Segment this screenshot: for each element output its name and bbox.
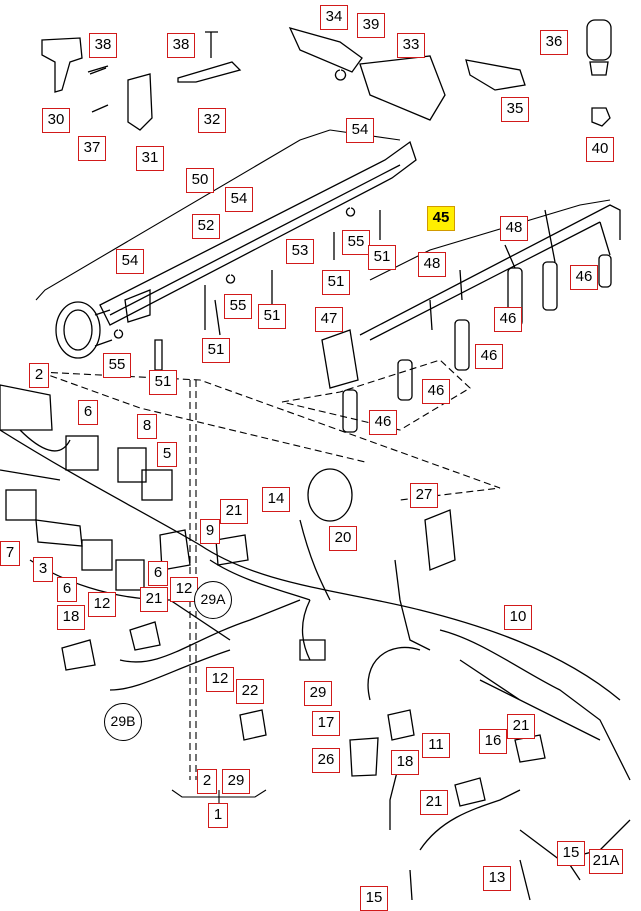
callout-label-l34: 34 <box>320 5 348 30</box>
callout-label-l45: 45 <box>427 206 455 231</box>
callout-label-l48a: 48 <box>500 216 528 241</box>
callout-label-l14: 14 <box>262 487 290 512</box>
callout-label-l9: 9 <box>200 519 220 544</box>
callout-label-l2a: 2 <box>29 363 49 388</box>
callout-label-l33: 33 <box>397 33 425 58</box>
callout-label-l54b: 54 <box>225 187 253 212</box>
callout-label-l21d: 21 <box>420 790 448 815</box>
callout-label-l51c: 51 <box>258 304 286 329</box>
callout-label-l1: 1 <box>208 803 228 828</box>
callout-label-l6c: 6 <box>148 561 168 586</box>
circled-callout-c29B: 29B <box>104 703 142 741</box>
callout-label-l15a: 15 <box>557 841 585 866</box>
callout-label-l38a: 38 <box>89 33 117 58</box>
callout-label-l12a: 12 <box>170 577 198 602</box>
callout-label-l3: 3 <box>33 557 53 582</box>
callout-label-l21c: 21 <box>507 714 535 739</box>
callout-label-l26: 26 <box>312 748 340 773</box>
callout-label-l30: 30 <box>42 108 70 133</box>
callout-label-l5: 5 <box>157 442 177 467</box>
callout-label-l54c: 54 <box>116 249 144 274</box>
callout-label-l20: 20 <box>329 526 357 551</box>
callout-label-l32: 32 <box>198 108 226 133</box>
callout-label-l36: 36 <box>540 30 568 55</box>
callout-label-l11: 11 <box>422 733 450 758</box>
callout-label-l40: 40 <box>586 137 614 162</box>
callout-label-l51d: 51 <box>202 338 230 363</box>
callout-label-l46d: 46 <box>422 379 450 404</box>
callout-label-l6a: 6 <box>78 400 98 425</box>
callout-label-l46e: 46 <box>369 410 397 435</box>
callout-label-l16: 16 <box>479 729 507 754</box>
callout-label-l18a: 18 <box>57 605 85 630</box>
callout-label-l48b: 48 <box>418 252 446 277</box>
callout-label-l7: 7 <box>0 541 20 566</box>
callout-label-l18b: 18 <box>391 750 419 775</box>
callout-label-l27: 27 <box>410 483 438 508</box>
callout-label-l46b: 46 <box>494 307 522 332</box>
callout-label-l53: 53 <box>286 239 314 264</box>
brackets-and-bolts <box>41 19 612 131</box>
callout-label-l15b: 15 <box>360 886 388 911</box>
callout-label-l12c: 12 <box>206 667 234 692</box>
callout-label-l50: 50 <box>186 168 214 193</box>
callout-label-l35: 35 <box>501 97 529 122</box>
callout-label-l46a: 46 <box>570 265 598 290</box>
circled-callout-c29A: 29A <box>194 581 232 619</box>
callout-label-l51b: 51 <box>322 270 350 295</box>
callout-label-l17: 17 <box>312 711 340 736</box>
callout-label-l29a: 29 <box>304 681 332 706</box>
callout-label-l21A: 21A <box>589 849 623 874</box>
callout-label-l12b: 12 <box>88 592 116 617</box>
callout-label-l55c: 55 <box>103 353 131 378</box>
callout-label-l55a: 55 <box>342 230 370 255</box>
callout-label-l31: 31 <box>136 146 164 171</box>
callout-label-l29b: 29 <box>222 769 250 794</box>
callout-label-l38b: 38 <box>167 33 195 58</box>
main-engine-harness <box>0 384 631 901</box>
callout-label-l55b: 55 <box>224 294 252 319</box>
callout-label-l47: 47 <box>315 307 343 332</box>
callout-label-l39: 39 <box>357 13 385 38</box>
callout-label-l22: 22 <box>236 679 264 704</box>
callout-label-l52: 52 <box>192 214 220 239</box>
callout-label-l6b: 6 <box>57 577 77 602</box>
callout-label-l21a: 21 <box>220 499 248 524</box>
callout-label-l2b: 2 <box>197 769 217 794</box>
callout-label-l37: 37 <box>78 136 106 161</box>
callout-label-l54a: 54 <box>346 118 374 143</box>
callout-label-l51e: 51 <box>149 370 177 395</box>
injector-rail <box>55 140 417 371</box>
callout-label-l46c: 46 <box>475 344 503 369</box>
callout-label-l8: 8 <box>137 414 157 439</box>
callout-label-l21b: 21 <box>140 587 168 612</box>
callout-label-l10: 10 <box>504 605 532 630</box>
callout-label-l51a: 51 <box>368 245 396 270</box>
callout-label-l13: 13 <box>483 866 511 891</box>
